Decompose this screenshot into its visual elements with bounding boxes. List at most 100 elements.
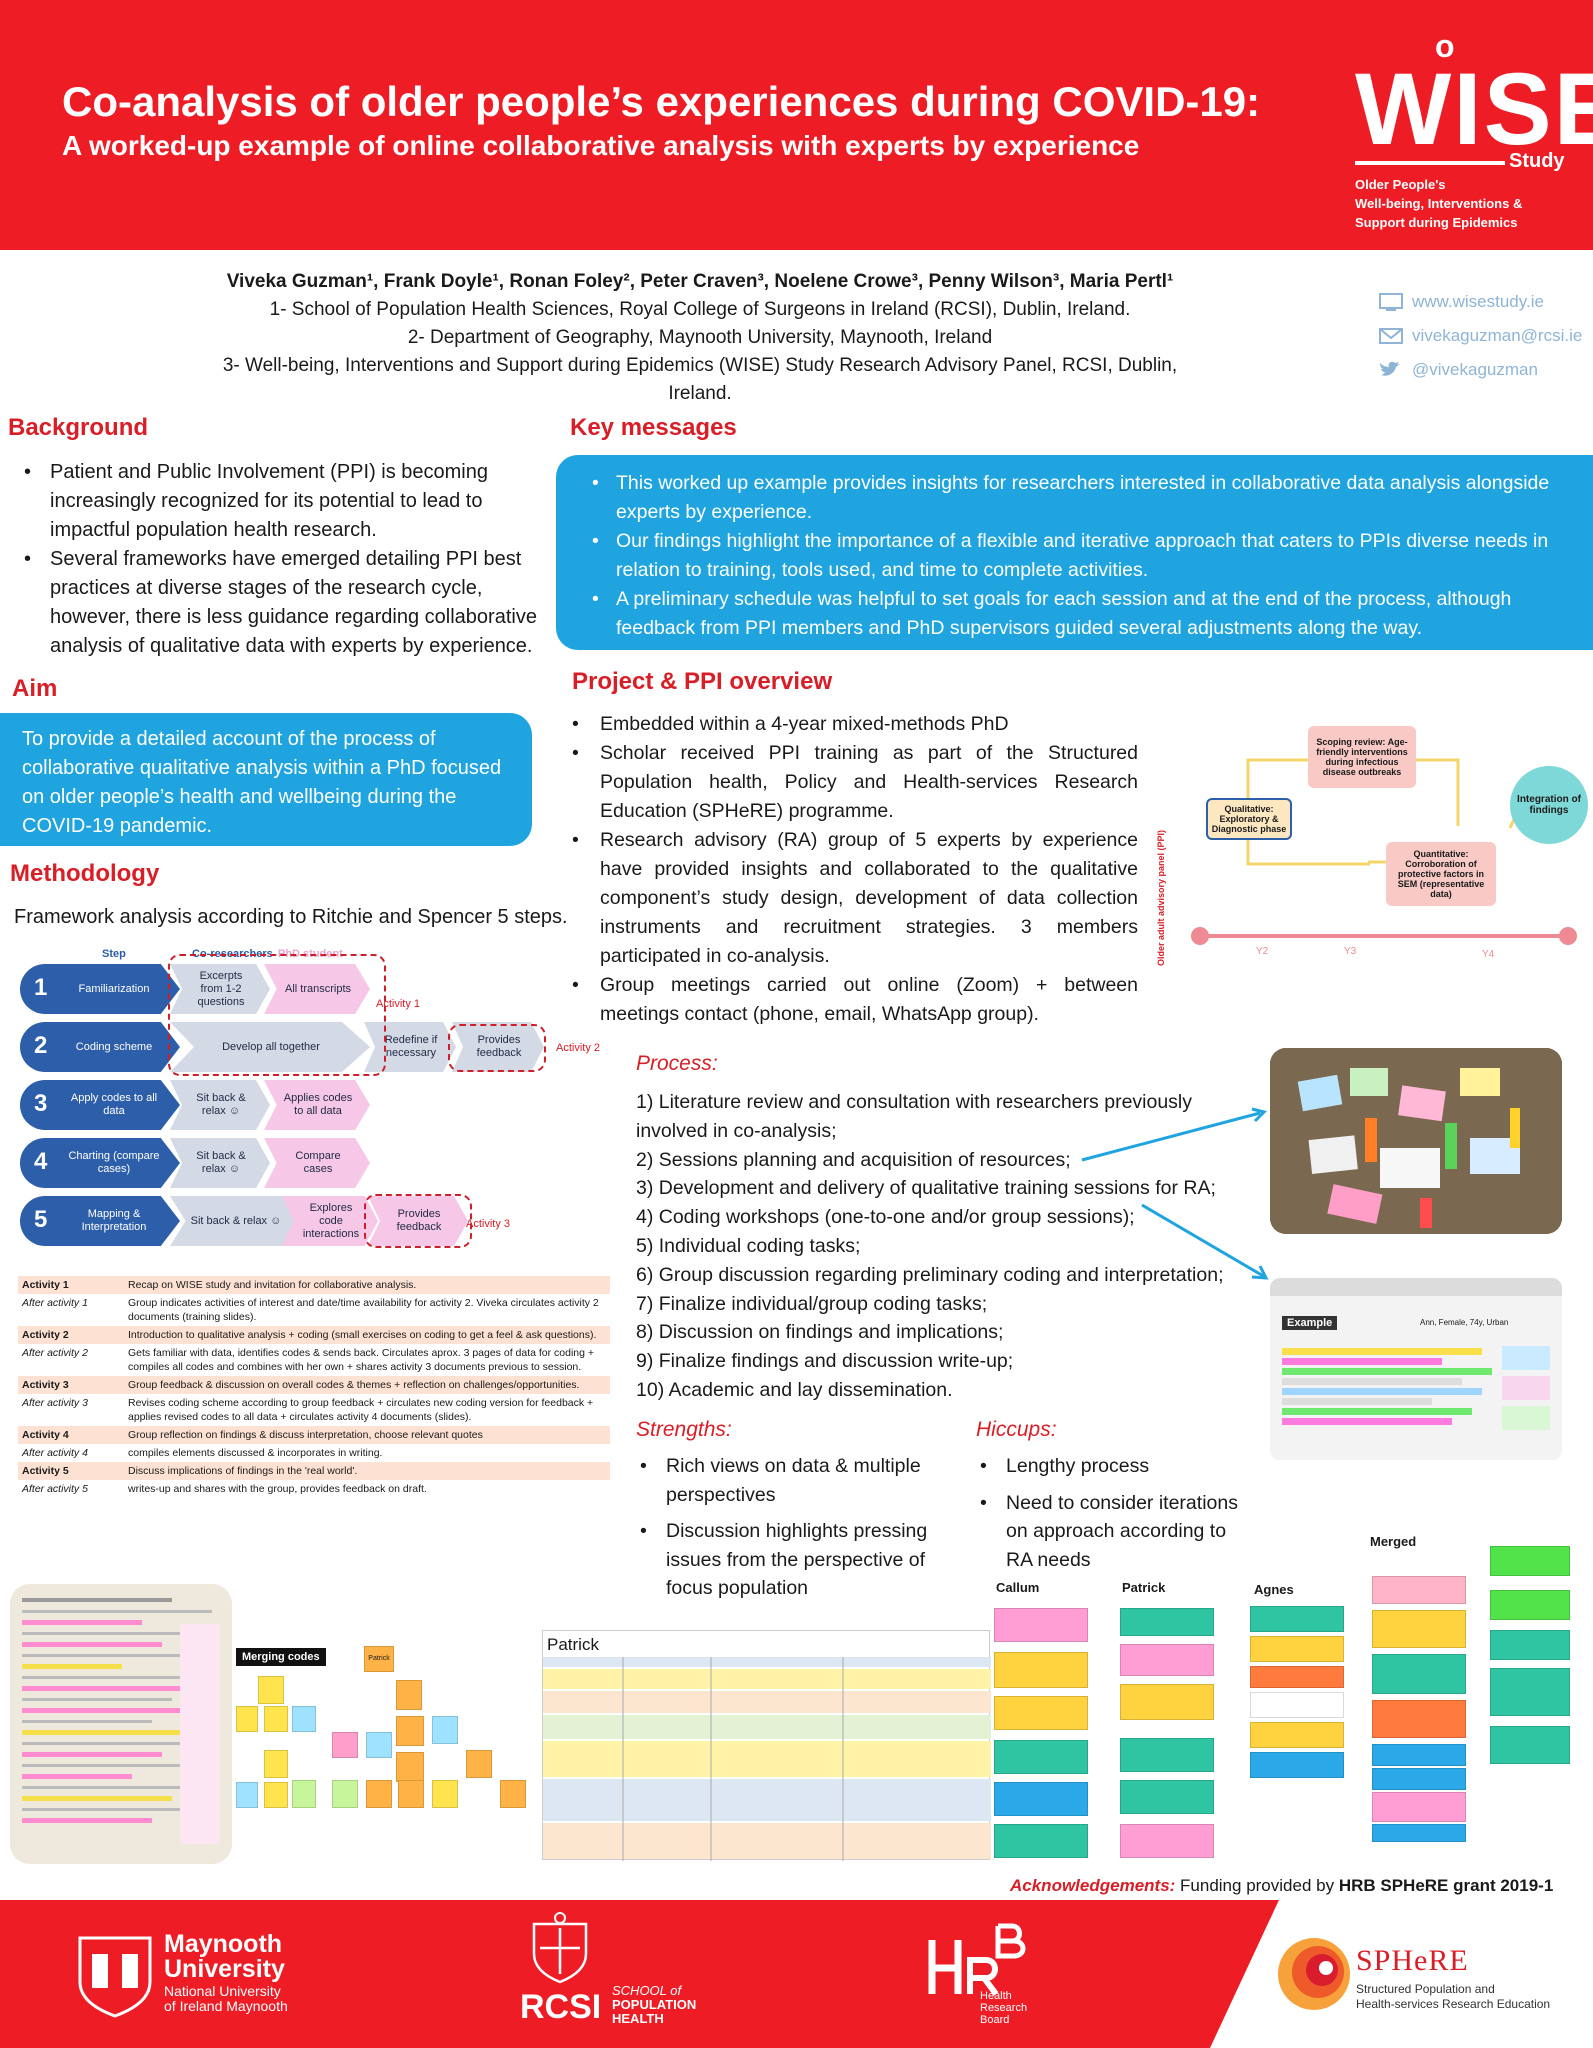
year-label: Y3 bbox=[1344, 946, 1357, 957]
affiliation-1: 1- School of Population Health Sciences,… bbox=[269, 299, 1131, 320]
website-link[interactable]: www.wisestudy.ie bbox=[1412, 292, 1544, 311]
list-item: Research advisory (RA) group of 5 expert… bbox=[570, 826, 1138, 971]
maynooth-logo-text: Maynooth University National University … bbox=[164, 1930, 288, 2014]
hiccups-heading: Hiccups: bbox=[976, 1418, 1057, 1441]
poster-subtitle: A worked-up example of online collaborat… bbox=[62, 130, 1140, 161]
process-heading: Process: bbox=[636, 1052, 718, 1075]
website-icon bbox=[1379, 293, 1403, 311]
acknowledgements-label: Acknowledgements: bbox=[1010, 1876, 1176, 1895]
sphere-logo-text: SPHeRE bbox=[1356, 1944, 1469, 1977]
process-list: 1) Literature review and consultation wi… bbox=[636, 1088, 1256, 1405]
methodology-heading: Methodology bbox=[10, 860, 160, 887]
funder: HRB SPHeRE grant 2019-1 bbox=[1338, 1876, 1554, 1895]
aim-heading: Aim bbox=[12, 675, 58, 702]
column-header: Patrick bbox=[1122, 1580, 1166, 1595]
activity-label: Activity 1 bbox=[376, 998, 421, 1010]
step-box: Applies codes to all data bbox=[264, 1080, 370, 1130]
list-item: Rich views on data & multiple perspectiv… bbox=[636, 1452, 936, 1509]
acknowledgements: Acknowledgements: Funding provided by HR… bbox=[1010, 1876, 1554, 1895]
header-banner: Co-analysis of older people’s experience… bbox=[0, 0, 1593, 250]
wise-logo: o WISE Study Older People's Well-being, … bbox=[1355, 28, 1593, 230]
step-box: Develop all together bbox=[170, 1022, 370, 1072]
example-label: Example bbox=[1282, 1316, 1338, 1330]
column-header: Agnes bbox=[1254, 1582, 1294, 1597]
key-messages-heading: Key messages bbox=[570, 414, 737, 441]
merged-heading: Merged bbox=[1370, 1534, 1417, 1549]
list-item: Patient and Public Involvement (PPI) is … bbox=[18, 458, 538, 545]
year-label: Y2 bbox=[1256, 946, 1269, 957]
study-design-diagram: Scoping review: Age-friendly interventio… bbox=[1156, 718, 1588, 980]
qualitative-box: Qualitative: Exploratory & Diagnostic ph… bbox=[1206, 798, 1292, 840]
patrick-coding-table: Patrick bbox=[542, 1630, 991, 1861]
framework-steps-diagram: Step Co-researchers PhD student 1 Famili… bbox=[20, 948, 620, 1258]
author-names: Viveka Guzman¹, Frank Doyle¹, Ronan Fole… bbox=[226, 271, 1174, 292]
activity-label: Activity 2 bbox=[556, 1042, 601, 1054]
scoping-review-box: Scoping review: Age-friendly interventio… bbox=[1308, 726, 1416, 788]
list-item: 2) Sessions planning and acquisition of … bbox=[636, 1148, 1071, 1171]
wise-logo-study: Study bbox=[1509, 150, 1565, 172]
list-item: Several frameworks have emerged detailin… bbox=[18, 545, 538, 661]
merging-codes-board: Merging codes Patrick bbox=[236, 1640, 540, 1850]
hiccups-list: Lengthy process Need to consider iterati… bbox=[976, 1452, 1256, 1582]
list-item: 3) Development and delivery of qualitati… bbox=[636, 1177, 1216, 1200]
table-title: Patrick bbox=[547, 1635, 599, 1654]
list-item: Group meetings carried out online (Zoom)… bbox=[570, 971, 1138, 1029]
step-box: Sit back & relax ☺ bbox=[170, 1080, 270, 1130]
step-box: Sit back & relax ☺ bbox=[170, 1196, 300, 1246]
list-item: 9) Finalize findings and discussion writ… bbox=[636, 1350, 1014, 1373]
rcsi-crest-icon bbox=[528, 1912, 592, 1984]
column-header: Callum bbox=[996, 1580, 1040, 1595]
methodology-subtitle: Framework analysis according to Ritchie … bbox=[14, 906, 568, 928]
step-box: Redefine if necessary bbox=[364, 1022, 456, 1072]
email-link[interactable]: vivekaguzman@rcsi.ie bbox=[1412, 326, 1583, 345]
list-item: Our findings highlight the importance of… bbox=[586, 527, 1573, 585]
affiliation-2: 2- Department of Geography, Maynooth Uni… bbox=[407, 327, 993, 348]
advisory-panel-label: Older adult advisory panel (PPI) bbox=[1156, 829, 1166, 966]
sticky-notes-photo bbox=[1270, 1048, 1562, 1234]
list-item: Discussion highlights pressing issues fr… bbox=[636, 1517, 936, 1603]
twitter-icon bbox=[1380, 361, 1400, 376]
list-item: Need to consider iterations on approach … bbox=[976, 1489, 1256, 1575]
list-item: Lengthy process bbox=[976, 1452, 1256, 1481]
project-heading: Project & PPI overview bbox=[572, 668, 833, 695]
aim-box: To provide a detailed account of the pro… bbox=[0, 713, 532, 846]
wise-logo-subtitle: Older People's Well-being, Interventions… bbox=[1355, 177, 1523, 230]
list-item: 4) Coding workshops (one-to-one and/or g… bbox=[636, 1206, 1135, 1229]
list-item: 10) Academic and lay dissemination. bbox=[636, 1378, 953, 1401]
example-meta: Ann, Female, 74y, Urban bbox=[1420, 1318, 1509, 1327]
background-heading: Background bbox=[8, 414, 149, 441]
hrb-logo-text: Health Research Board bbox=[980, 1990, 1028, 2026]
activity-label: Activity 3 bbox=[466, 1218, 511, 1230]
step-box: Excerpts from 1-2 questions bbox=[170, 964, 270, 1014]
key-messages-box: This worked up example provides insights… bbox=[556, 455, 1593, 650]
step-box: Sit back & relax ☺ bbox=[170, 1138, 270, 1188]
list-item: 8) Discussion on findings and implicatio… bbox=[636, 1321, 1004, 1344]
list-item: Embedded within a 4-year mixed-methods P… bbox=[570, 710, 1138, 739]
wise-logo-word: WISE bbox=[1355, 52, 1593, 166]
patrick-tag: Patrick bbox=[364, 1646, 394, 1672]
coding-example-screenshot: Example Ann, Female, 74y, Urban bbox=[1270, 1278, 1562, 1460]
strengths-heading: Strengths: bbox=[636, 1418, 732, 1441]
twitter-link[interactable]: @vivekaguzman bbox=[1412, 360, 1538, 379]
connector-arrows bbox=[1081, 1107, 1269, 1280]
poster-title: Co-analysis of older people’s experience… bbox=[62, 78, 1261, 125]
strengths-list: Rich views on data & multiple perspectiv… bbox=[636, 1452, 936, 1611]
rcsi-logo-text: RCSI bbox=[520, 1988, 602, 2026]
integration-circle: Integration of findings bbox=[1510, 766, 1588, 844]
year-label: Y4 bbox=[1482, 949, 1495, 960]
rcsi-school-text: SCHOOL of POPULATION HEALTH bbox=[612, 1983, 697, 2026]
list-item: 6) Group discussion regarding preliminar… bbox=[636, 1263, 1224, 1286]
list-item: This worked up example provides insights… bbox=[586, 469, 1573, 527]
step-box: Provides feedback bbox=[452, 1022, 544, 1072]
author-block: Viveka Guzman¹, Frank Doyle¹, Ronan Fole… bbox=[200, 268, 1200, 408]
step-box: Provides feedback bbox=[368, 1196, 468, 1246]
